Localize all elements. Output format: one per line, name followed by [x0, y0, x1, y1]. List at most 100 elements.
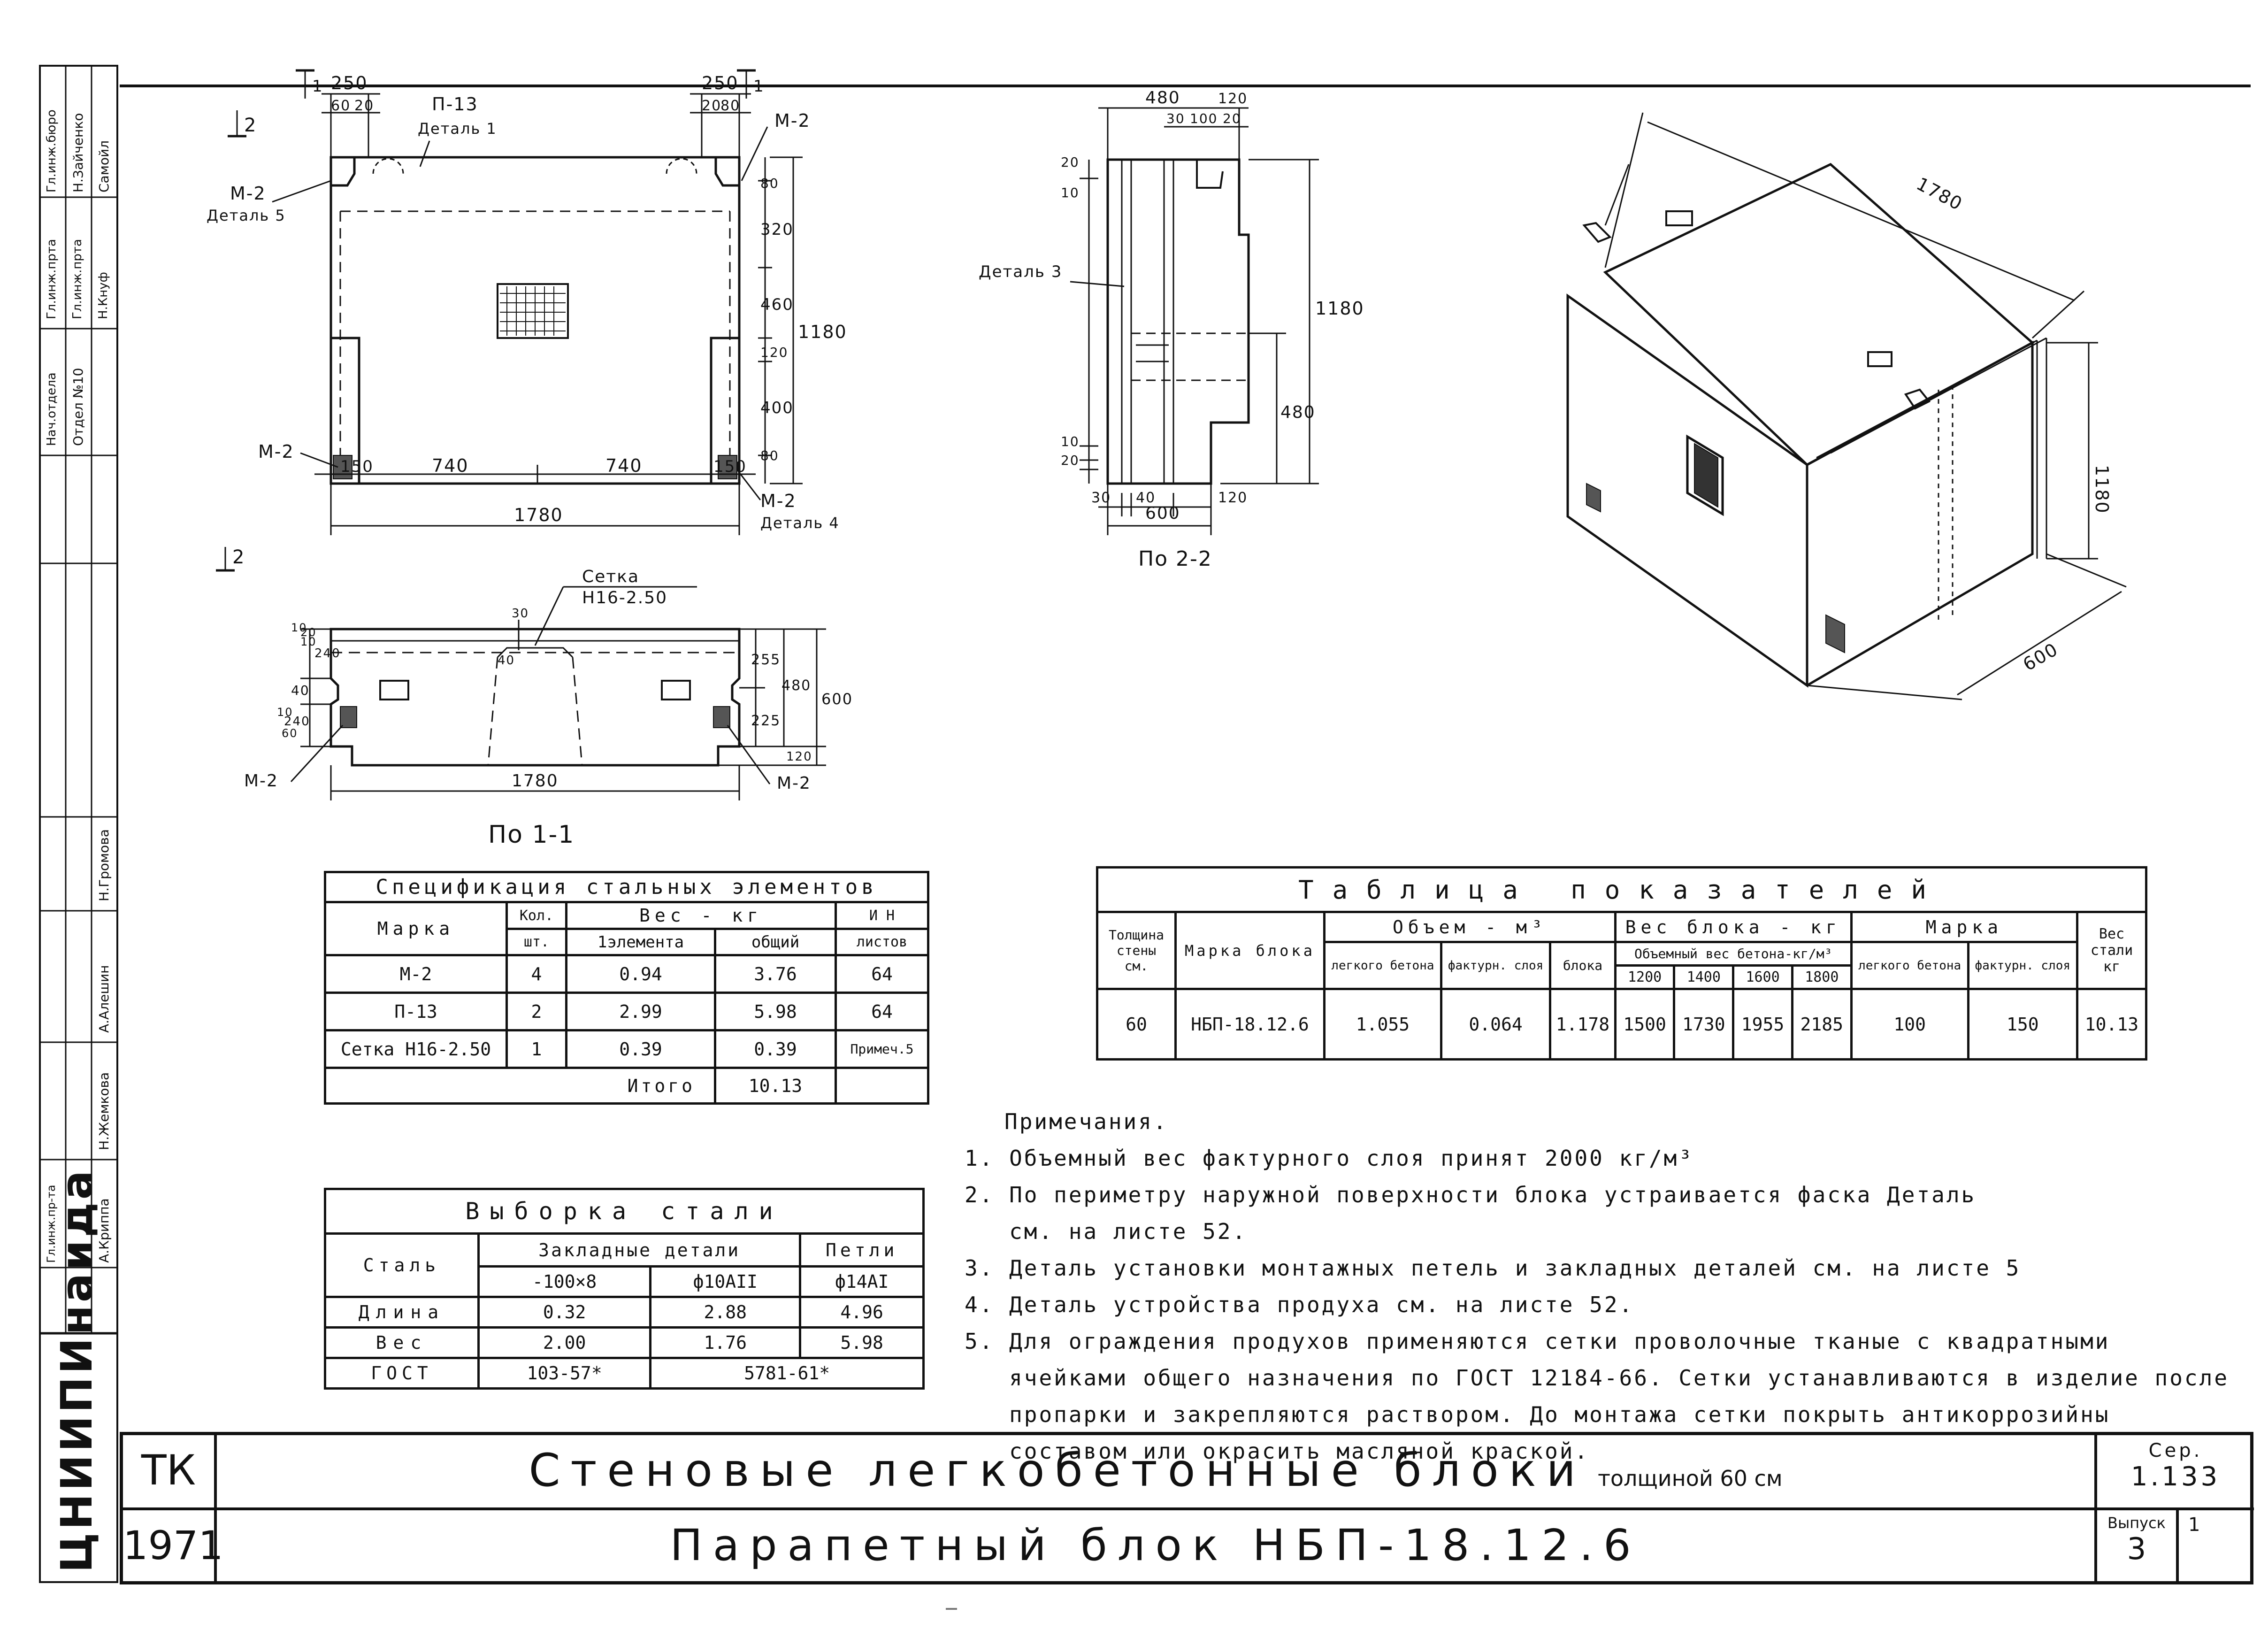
side-cell-7: Нач.отдела	[45, 372, 59, 446]
spec-col-qty-bottom: шт.	[506, 928, 567, 956]
side-cell-1: Гл.инж.бюро	[45, 109, 59, 192]
ind-val-vol-facing: 0.064	[1440, 988, 1552, 1061]
ind-val-w1400: 1730	[1673, 988, 1735, 1061]
iso-top-face	[1603, 163, 2035, 467]
front-label-detail4: Деталь 4	[760, 514, 840, 532]
front-section-mark-1b: 1	[753, 77, 765, 96]
section-2-2: 480 120 30 100 20 10 20 20 10 1180 480 3…	[979, 88, 1364, 571]
spec-row-2-mark: Сетка Н16-2.50	[324, 1029, 508, 1069]
s22-dim-30-bottom: 30	[1091, 490, 1111, 506]
s11-dim-left-240: 240	[314, 646, 341, 661]
ind-col-steel: Вес стали кг	[2076, 911, 2147, 990]
front-dim-right-460: 460	[760, 295, 794, 314]
ind-val-vol-light: 1.055	[1323, 988, 1442, 1061]
tb-title-cell: Стеновые легкобетонные блоки толщиной 60…	[217, 1435, 2094, 1510]
s22-dim-40-bottom: 40	[1136, 490, 1156, 506]
ind-col-vol-facing: фактурн. слоя	[1440, 941, 1552, 990]
front-dim-right-1180: 1180	[798, 322, 847, 342]
ind-col-vol-block: блока	[1549, 941, 1617, 990]
s22-dim-120-bottom: 120	[1218, 490, 1248, 506]
s11-mesh-mark: Н16-2.50	[582, 588, 667, 607]
front-dim-250-right: 250	[702, 73, 739, 93]
front-dim-740-left: 740	[432, 455, 469, 476]
spec-row-1-el: 2.99	[565, 992, 716, 1031]
front-dim-80-top: 80	[720, 98, 740, 114]
tb-org-cell: ТК	[123, 1435, 217, 1510]
title-block: ТК 1971 Стеновые легкобетонные блоки тол…	[120, 1432, 2254, 1584]
spec-total-empty	[835, 1067, 929, 1105]
notes-block: Примечания. 1. Объемный вес фактурного с…	[965, 1103, 2251, 1469]
tb-series-value: 1.133	[2130, 1461, 2221, 1492]
side-stamp-strip: Гл.инж.бюро Н.Зайченко Самойл Гл.инж.прт…	[19, 65, 118, 1583]
indicators-title: Таблица показателей	[1096, 866, 2147, 913]
spec-col-sheet-top: И Н	[835, 901, 929, 930]
tb-title-sub: Парапетный блок НБП-18.12.6	[670, 1520, 1641, 1570]
front-dim-150-right: 150	[713, 457, 747, 476]
steel-gost-c1: 103-57*	[477, 1357, 652, 1390]
s22-label-detail3: Деталь 3	[979, 262, 1062, 281]
steel-col-loops: Петли	[799, 1232, 925, 1268]
steel-row-0-c1: 0.32	[477, 1296, 652, 1329]
s11-dim-left-10c: 10	[277, 706, 293, 719]
s11-dim-left-10b: 10	[291, 621, 307, 634]
steel-row-1-c1: 2.00	[477, 1326, 652, 1359]
spec-table-title: Спецификация стальных элементов	[324, 871, 929, 903]
iso-dim-600: 600	[2020, 638, 2062, 675]
steel-col-steel: Сталь	[324, 1232, 480, 1298]
ind-col-weight-sub: Объемный вес бетона-кг/м³	[1614, 941, 1853, 967]
s22-title: По 2-2	[1138, 547, 1212, 571]
ind-val-grade-light: 100	[1850, 988, 1969, 1061]
tb-title-suffix: толщиной 60 см	[1598, 1466, 1783, 1491]
front-dim-60: 60	[331, 98, 351, 114]
ind-val-vol-block: 1.178	[1549, 988, 1617, 1061]
tb-issue-cell: Выпуск 3	[2094, 1510, 2179, 1584]
tb-subtitle-cell: Парапетный блок НБП-18.12.6	[217, 1510, 2094, 1584]
s11-dim-40: 40	[498, 654, 515, 668]
indicators-table: Таблица показателей Толщина стены см. Ма…	[1096, 866, 2147, 1061]
note-line: см. на листе 52.	[965, 1219, 1248, 1244]
front-label-detail5: Деталь 5	[207, 207, 286, 224]
note-line: ячейками общего назначения по ГОСТ 12184…	[965, 1365, 2230, 1391]
s11-dim-225: 225	[751, 713, 781, 729]
note-line: 4. Деталь устройства продуха см. на лист…	[965, 1292, 1634, 1317]
tb-sheet-cell: 1	[2179, 1510, 2254, 1584]
s22-dim-left-20: 20	[1061, 154, 1080, 170]
s11-dim-left-20: 20	[300, 626, 317, 639]
ind-col-vol-light: легкого бетона	[1323, 941, 1442, 990]
front-dim-right-120: 120	[760, 345, 788, 360]
notes-title: Примечания.	[1004, 1109, 1168, 1134]
front-section-mark-2a: 2	[244, 115, 257, 136]
front-label-m2-topright: М-2	[774, 110, 811, 131]
ind-row: 60 НБП-18.12.6 1.055 0.064 1.178 1500 17…	[1096, 988, 2147, 1061]
bottom-mark	[946, 1608, 957, 1610]
s22-dim-480-right: 480	[1280, 403, 1316, 422]
s11-label-m2-right: М-2	[777, 774, 811, 793]
spec-row-0-el: 0.94	[565, 954, 716, 994]
ind-col-weight: Вес блока - кг	[1614, 911, 1853, 943]
ind-val-w1800: 2185	[1791, 988, 1853, 1061]
front-dim-740-right: 740	[605, 455, 643, 476]
steel-row-0-label: Длина	[324, 1296, 480, 1329]
tb-org: ТК	[141, 1446, 196, 1494]
tb-series-label: Сер.	[2148, 1440, 2203, 1461]
s11-title: По 1-1	[488, 821, 575, 849]
spec-col-mark: Марка	[324, 901, 508, 956]
spec-row-0-sheet: 64	[835, 954, 929, 994]
note-line: 1. Объемный вес фактурного слоя принят 2…	[965, 1146, 1694, 1171]
steel-gost-c23: 5781-61*	[649, 1357, 925, 1390]
front-label-m2-bottomleft: М-2	[258, 441, 294, 462]
spec-col-weight-el: 1элемента	[565, 928, 716, 956]
side-cell-3: Самойл	[96, 140, 112, 192]
s22-dim-100: 100	[1190, 111, 1218, 126]
steel-gost-label: ГОСТ	[324, 1357, 480, 1390]
front-label-detail1: Деталь 1	[418, 120, 497, 138]
s22-dim-30-top: 30	[1166, 111, 1185, 126]
s11-dim-1780: 1780	[512, 771, 559, 791]
spec-row-1-mark: П-13	[324, 992, 508, 1031]
front-label-p13: П-13	[432, 94, 478, 115]
side-stamp-svg	[39, 65, 118, 1583]
section22-outline	[1106, 158, 1250, 485]
steel-col-3: ф14АI	[799, 1265, 925, 1298]
tb-year-cell: 1971	[123, 1510, 223, 1584]
spec-row-0-total: 3.76	[714, 954, 837, 994]
